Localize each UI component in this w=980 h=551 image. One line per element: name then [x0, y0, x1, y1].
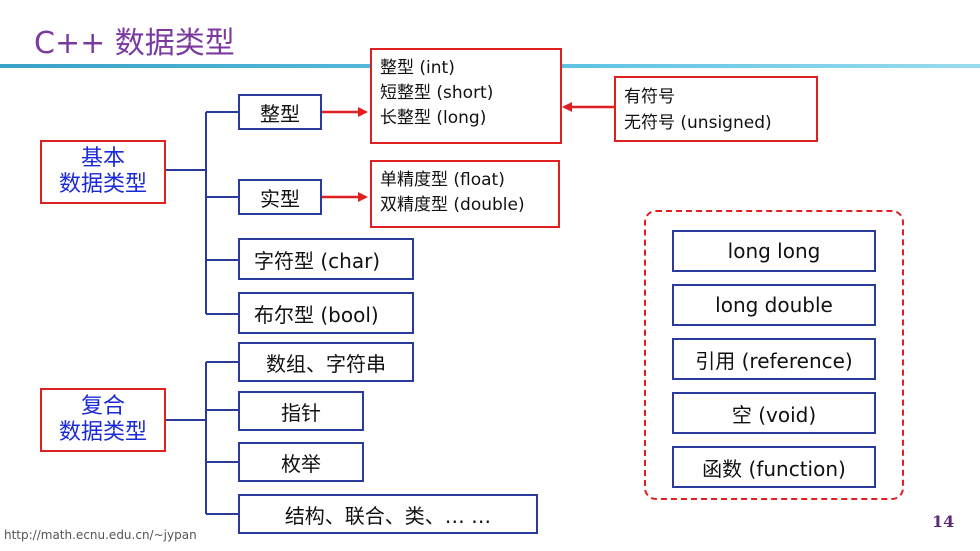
page-number: 14: [932, 512, 955, 531]
int-variants-box: 整型 (int) 短整型 (short) 长整型 (long): [370, 48, 562, 144]
reference-node: 引用 (reference): [672, 338, 876, 380]
sign-variant-item: 无符号 (unsigned): [624, 113, 772, 133]
basic-category-line1: 基本: [80, 146, 125, 171]
basic-category-box: 基本 数据类型: [40, 140, 166, 204]
pointer-node: 指针: [238, 391, 364, 431]
int-variant-item: 整型 (int): [380, 58, 455, 78]
struct-union-class-node: 结构、联合、类、… …: [238, 494, 538, 534]
real-variant-item: 双精度型 (double): [380, 195, 525, 215]
compound-category-line2: 数据类型: [58, 420, 147, 445]
int-variant-item: 短整型 (short): [380, 83, 494, 103]
real-variants-box: 单精度型 (float) 双精度型 (double): [370, 160, 560, 228]
compound-category-box: 复合 数据类型: [40, 388, 166, 452]
basic-category-line2: 数据类型: [58, 172, 147, 197]
sign-variant-item: 有符号: [624, 87, 675, 107]
sign-variants-box: 有符号 无符号 (unsigned): [614, 76, 818, 142]
extra-types-group: [644, 210, 904, 500]
int-variant-item: 长整型 (long): [380, 108, 487, 128]
int-type-node: 整型: [238, 94, 322, 130]
real-type-node: 实型: [238, 179, 322, 215]
function-node: 函数 (function): [672, 446, 876, 488]
void-node: 空 (void): [672, 392, 876, 434]
long-double-node: long double: [672, 284, 876, 326]
real-variant-item: 单精度型 (float): [380, 170, 505, 190]
page-title: C++ 数据类型: [34, 26, 235, 61]
long-long-node: long long: [672, 230, 876, 272]
char-type-node: 字符型 (char): [238, 238, 414, 280]
enum-node: 枚举: [238, 442, 364, 482]
compound-category-line1: 复合: [80, 394, 125, 419]
bool-type-node: 布尔型 (bool): [238, 292, 414, 334]
footer-url: http://math.ecnu.edu.cn/~jypan: [4, 528, 197, 542]
array-string-node: 数组、字符串: [238, 342, 414, 382]
